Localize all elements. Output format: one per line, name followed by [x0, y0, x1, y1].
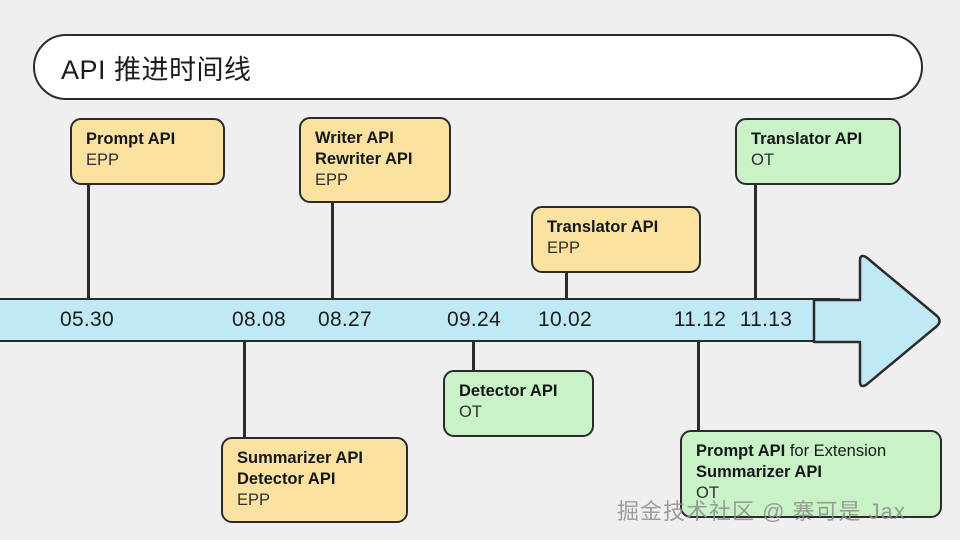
timeline-bar: [0, 298, 840, 342]
timeline-card-prompt-api-epp[interactable]: Prompt API EPP: [70, 118, 225, 185]
connector-writer-rewriter-api-epp: [331, 200, 334, 298]
card-line: EPP: [86, 150, 209, 171]
timeline-tick-11-13: 11.13: [739, 308, 793, 331]
card-line: Translator API: [751, 129, 885, 150]
card-line-suffix: for Extension: [785, 442, 887, 460]
card-line-text: EPP: [237, 491, 271, 510]
card-line-text: Prompt API: [86, 130, 176, 148]
card-line: Summarizer API: [237, 448, 392, 469]
card-line: Writer API: [315, 128, 435, 149]
timeline-axis: [0, 252, 960, 390]
timeline-card-translator-api-epp[interactable]: Translator API EPP: [531, 206, 701, 273]
card-line: Detector API: [237, 469, 392, 490]
card-line-text: OT: [459, 403, 482, 422]
card-line: Translator API: [547, 217, 685, 238]
connector-detector-api-ot: [472, 340, 475, 370]
card-line-text: Summarizer API: [696, 463, 822, 482]
timeline-tick-09-24: 09.24: [446, 308, 502, 331]
card-line-text: EPP: [547, 239, 581, 258]
timeline-card-summarizer-detector-api-epp[interactable]: Summarizer API Detector API EPP: [221, 437, 408, 524]
timeline-card-translator-api-ot[interactable]: Translator API OT: [735, 118, 901, 185]
card-line: OT: [751, 150, 885, 171]
timeline-arrow-icon: [812, 254, 941, 388]
card-line: Summarizer API: [696, 462, 926, 483]
card-line: Prompt API: [86, 129, 209, 150]
timeline-tick-08-27: 08.27: [317, 308, 373, 331]
card-line: EPP: [237, 490, 392, 511]
timeline-card-writer-rewriter-api-epp[interactable]: Writer API Rewriter API EPP: [299, 117, 451, 204]
timeline-tick-11-12: 11.12: [673, 308, 727, 331]
card-line-text: Summarizer API: [237, 449, 363, 467]
card-line-text: Translator API: [751, 130, 863, 148]
card-line: OT: [696, 483, 926, 504]
card-line: Detector API: [459, 381, 578, 402]
card-line-text: EPP: [86, 151, 120, 170]
card-line-text: Detector API: [459, 382, 558, 400]
card-line-text: Detector API: [237, 470, 336, 489]
card-line-text: OT: [751, 151, 774, 170]
card-line: EPP: [315, 170, 435, 191]
card-line-text: Writer API: [315, 129, 394, 147]
card-line: Rewriter API: [315, 149, 435, 170]
timeline-card-detector-api-ot[interactable]: Detector API OT: [443, 370, 594, 437]
connector-summarizer-detector-api-epp: [243, 340, 246, 437]
title-pill: API 推进时间线: [33, 34, 923, 100]
card-line-text: Translator API: [547, 218, 659, 236]
page-title: API 推进时间线: [61, 54, 252, 85]
card-line-text: Rewriter API: [315, 150, 413, 169]
card-line: EPP: [547, 238, 685, 259]
card-line: Prompt API for Extension: [696, 441, 926, 462]
timeline-tick-05-30: 05.30: [59, 308, 115, 331]
card-line: OT: [459, 402, 578, 423]
timeline-tick-08-08: 08.08: [231, 308, 287, 331]
card-line-text: Prompt API: [696, 442, 786, 460]
connector-prompt-api-epp: [87, 185, 90, 298]
connector-prompt-extension-summarizer-ot: [697, 340, 700, 430]
connector-translator-api-ot: [754, 185, 757, 298]
connector-translator-api-epp: [565, 273, 568, 298]
card-line-text: OT: [696, 484, 719, 503]
card-line-text: EPP: [315, 171, 349, 190]
timeline-tick-10-02: 10.02: [537, 308, 593, 331]
